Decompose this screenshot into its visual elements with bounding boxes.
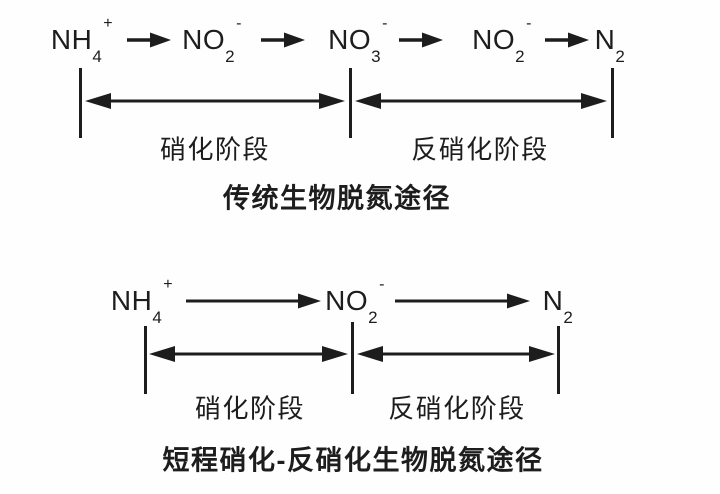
stage-label-denitrification: 反硝化阶段 bbox=[411, 134, 549, 165]
species-no2: NO2- bbox=[182, 15, 242, 64]
reaction-arrow-icon bbox=[395, 293, 530, 309]
figure-title-traditional: 传统生物脱氮途径 bbox=[223, 183, 451, 214]
boundary-tick-icon bbox=[78, 68, 82, 138]
reaction-arrow-icon bbox=[186, 293, 321, 309]
stage-label-nitrification: 硝化阶段 bbox=[194, 393, 306, 424]
species-sup: - bbox=[379, 275, 385, 293]
species-sub: 2 bbox=[225, 46, 236, 66]
species-no2: NO2- bbox=[325, 276, 385, 325]
species-main: NO bbox=[325, 285, 369, 316]
reaction-arrow-icon bbox=[127, 32, 171, 48]
species-nh4: NH4+ bbox=[50, 15, 113, 64]
species-sub: 2 bbox=[563, 307, 574, 327]
species-main: N bbox=[542, 285, 564, 316]
stage-label-denitrification: 反硝化阶段 bbox=[388, 393, 526, 424]
species-main: NH bbox=[110, 285, 153, 316]
species-no3: NO3- bbox=[328, 15, 388, 64]
species-sup: - bbox=[382, 14, 388, 32]
species-n2: N2 bbox=[542, 285, 574, 326]
boundary-tick-icon bbox=[610, 68, 614, 138]
double-arrow-icon bbox=[355, 93, 607, 109]
species-sub: 2 bbox=[515, 46, 526, 66]
stage-label-nitrification: 硝化阶段 bbox=[159, 134, 271, 165]
species-sup: + bbox=[103, 14, 114, 32]
species-sub: 4 bbox=[92, 46, 103, 66]
species-sub: 4 bbox=[152, 307, 163, 327]
species-n2: N2 bbox=[594, 24, 626, 65]
double-arrow-icon bbox=[85, 93, 345, 109]
double-arrow-icon bbox=[357, 346, 555, 362]
species-sup: - bbox=[236, 14, 242, 32]
species-main: N bbox=[594, 24, 616, 55]
species-main: NO bbox=[472, 24, 516, 55]
boundary-tick-icon bbox=[350, 322, 354, 394]
species-sup: - bbox=[526, 14, 532, 32]
reaction-arrow-icon bbox=[545, 32, 589, 48]
reaction-arrow-icon bbox=[261, 32, 305, 48]
species-nh4: NH4+ bbox=[110, 276, 173, 325]
double-arrow-icon bbox=[149, 346, 348, 362]
species-main: NO bbox=[328, 24, 372, 55]
boundary-tick-icon bbox=[556, 326, 560, 394]
species-sub: 3 bbox=[371, 46, 382, 66]
species-sub: 2 bbox=[615, 46, 626, 66]
species-no2: NO2- bbox=[472, 15, 532, 64]
boundary-tick-icon bbox=[348, 68, 352, 138]
species-main: NO bbox=[182, 24, 226, 55]
boundary-tick-icon bbox=[143, 326, 147, 394]
species-main: NH bbox=[50, 24, 93, 55]
reaction-arrow-icon bbox=[399, 32, 443, 48]
species-sup: + bbox=[163, 275, 174, 293]
figure-title-shortcut: 短程硝化-反硝化生物脱氮途径 bbox=[162, 445, 544, 476]
species-sub: 2 bbox=[368, 307, 379, 327]
